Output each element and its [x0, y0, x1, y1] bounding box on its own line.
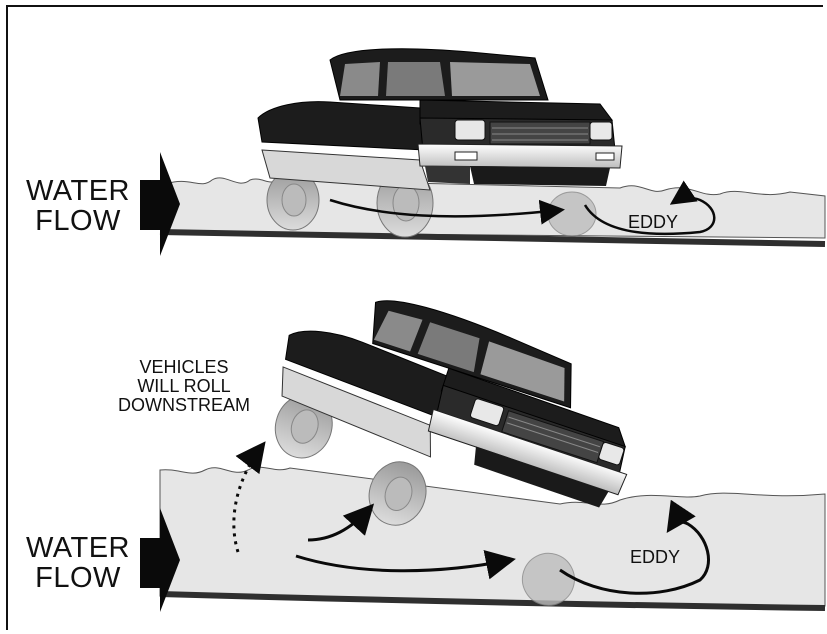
water-flow-line1: WATER: [22, 176, 134, 206]
warning-line2: WILL ROLL: [110, 377, 258, 396]
roll-warning-label: VEHICLES WILL ROLL DOWNSTREAM: [110, 358, 258, 415]
water-flow-label-top: WATER FLOW: [22, 176, 134, 237]
water-flow-label-bottom: WATER FLOW: [22, 533, 134, 594]
warning-line3: DOWNSTREAM: [110, 396, 258, 415]
top-panel: [140, 49, 825, 256]
eddy-label-top: EDDY: [628, 213, 678, 232]
water-flow-line2: FLOW: [22, 206, 134, 236]
water-flow-big-arrow-top: [140, 152, 180, 256]
bottom-panel: [140, 269, 825, 617]
water-top: [166, 178, 825, 238]
warning-line1: VEHICLES: [110, 358, 258, 377]
eddy-label-bottom: EDDY: [630, 548, 680, 567]
water-bottom: [160, 467, 825, 606]
water-flow-line2: FLOW: [22, 563, 134, 593]
water-flow-line1: WATER: [22, 533, 134, 563]
